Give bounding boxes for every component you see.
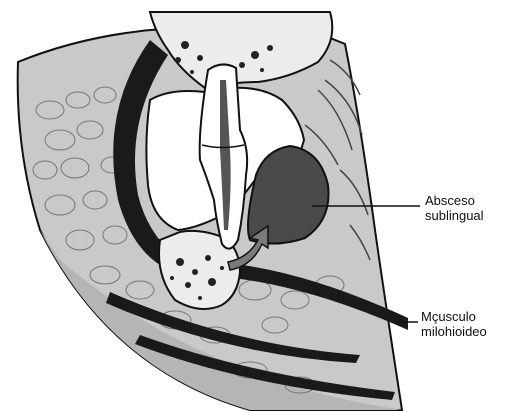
muscle-label-line2: milohioideo (421, 324, 487, 339)
muscle-label-line1: Mçusculo (421, 309, 487, 324)
muscle-label: Mçusculo milohioideo (421, 309, 487, 339)
abscess-label-line1: Absceso (425, 193, 484, 208)
abscess-label: Absceso sublingual (425, 193, 484, 223)
abscess-label-line2: sublingual (425, 208, 484, 223)
